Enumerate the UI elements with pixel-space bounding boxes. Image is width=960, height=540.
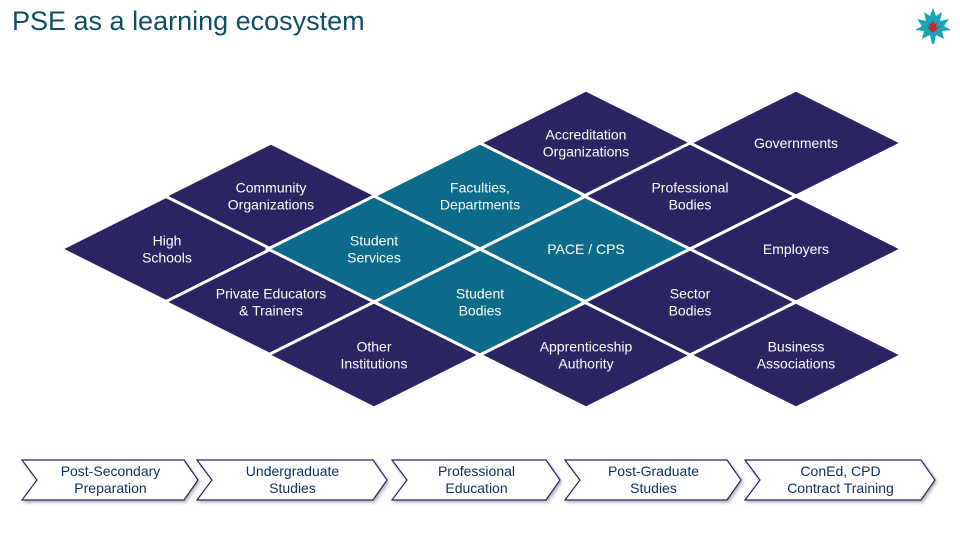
stage-chevron-shape (390, 459, 561, 501)
diamond-label-sector-bodies: Bodies (669, 303, 712, 319)
diamond-label-employers: Employers (763, 241, 829, 257)
diamond-label-sector-bodies: Sector (670, 286, 711, 302)
stage-chevron-shape (563, 459, 742, 501)
diamond-label-apprenticeship-authority: Apprenticeship (540, 339, 633, 355)
diamond-label-apprenticeship-authority: Authority (558, 356, 613, 372)
diamond-label-student-services: Services (347, 250, 401, 266)
diamond-label-community-organizations: Community (236, 180, 307, 196)
diamond-label-private-educators-trainers: & Trainers (239, 303, 303, 319)
diamond-label-student-bodies: Bodies (459, 303, 502, 319)
stage-label-post-graduate-studies: Studies (630, 480, 677, 496)
diamond-label-accreditation-organizations: Organizations (543, 144, 629, 160)
diamond-business-associations (686, 300, 906, 410)
stage-label-post-graduate-studies: Post-Graduate (608, 463, 699, 479)
diamond-label-professional-bodies: Bodies (669, 197, 712, 213)
diamond-label-student-services: Student (350, 233, 398, 249)
diamond-label-faculties-departments: Departments (440, 197, 520, 213)
stage-label-post-secondary-preparation: Preparation (74, 480, 146, 496)
stage-label-undergraduate-studies: Undergraduate (246, 463, 340, 479)
stage-label-professional-education: Professional (438, 463, 515, 479)
diamond-label-governments: Governments (754, 135, 838, 151)
diamond-label-private-educators-trainers: Private Educators (216, 286, 327, 302)
diamond-grid: HighSchoolsCommunityOrganizationsPrivate… (57, 88, 906, 410)
diamond-label-other-institutions: Other (356, 339, 391, 355)
stage-label-post-secondary-preparation: Post-Secondary (61, 463, 161, 479)
page-title: PSE as a learning ecosystem (12, 6, 365, 36)
diamond-label-business-associations: Business (768, 339, 825, 355)
diamond-label-high-schools: High (153, 233, 182, 249)
diamond-label-student-bodies: Student (456, 286, 504, 302)
stage-chevron-shape (195, 459, 388, 501)
stage-label-professional-education: Education (445, 480, 507, 496)
maple-leaf-logo-icon (915, 8, 951, 44)
diamond-label-accreditation-organizations: Accreditation (546, 127, 627, 143)
stage-chevron-shape (20, 459, 199, 501)
diamond-label-pace-cps: PACE / CPS (547, 241, 625, 257)
diamond-label-professional-bodies: Professional (651, 180, 728, 196)
learning-stages: Post-SecondaryPreparationUndergraduateSt… (20, 459, 936, 501)
diamond-label-high-schools: Schools (142, 250, 192, 266)
stage-chevron-shape (743, 459, 936, 501)
diamond-label-faculties-departments: Faculties, (450, 180, 510, 196)
diamond-label-business-associations: Associations (757, 356, 836, 372)
stage-label-coned-cpd-contract-training: Contract Training (787, 480, 894, 496)
diamond-label-community-organizations: Organizations (228, 197, 314, 213)
diamond-label-other-institutions: Institutions (341, 356, 408, 372)
diamond-labels: HighSchoolsCommunityOrganizationsPrivate… (142, 127, 838, 372)
stage-label-coned-cpd-contract-training: ConEd, CPD (800, 463, 880, 479)
stage-label-undergraduate-studies: Studies (269, 480, 316, 496)
